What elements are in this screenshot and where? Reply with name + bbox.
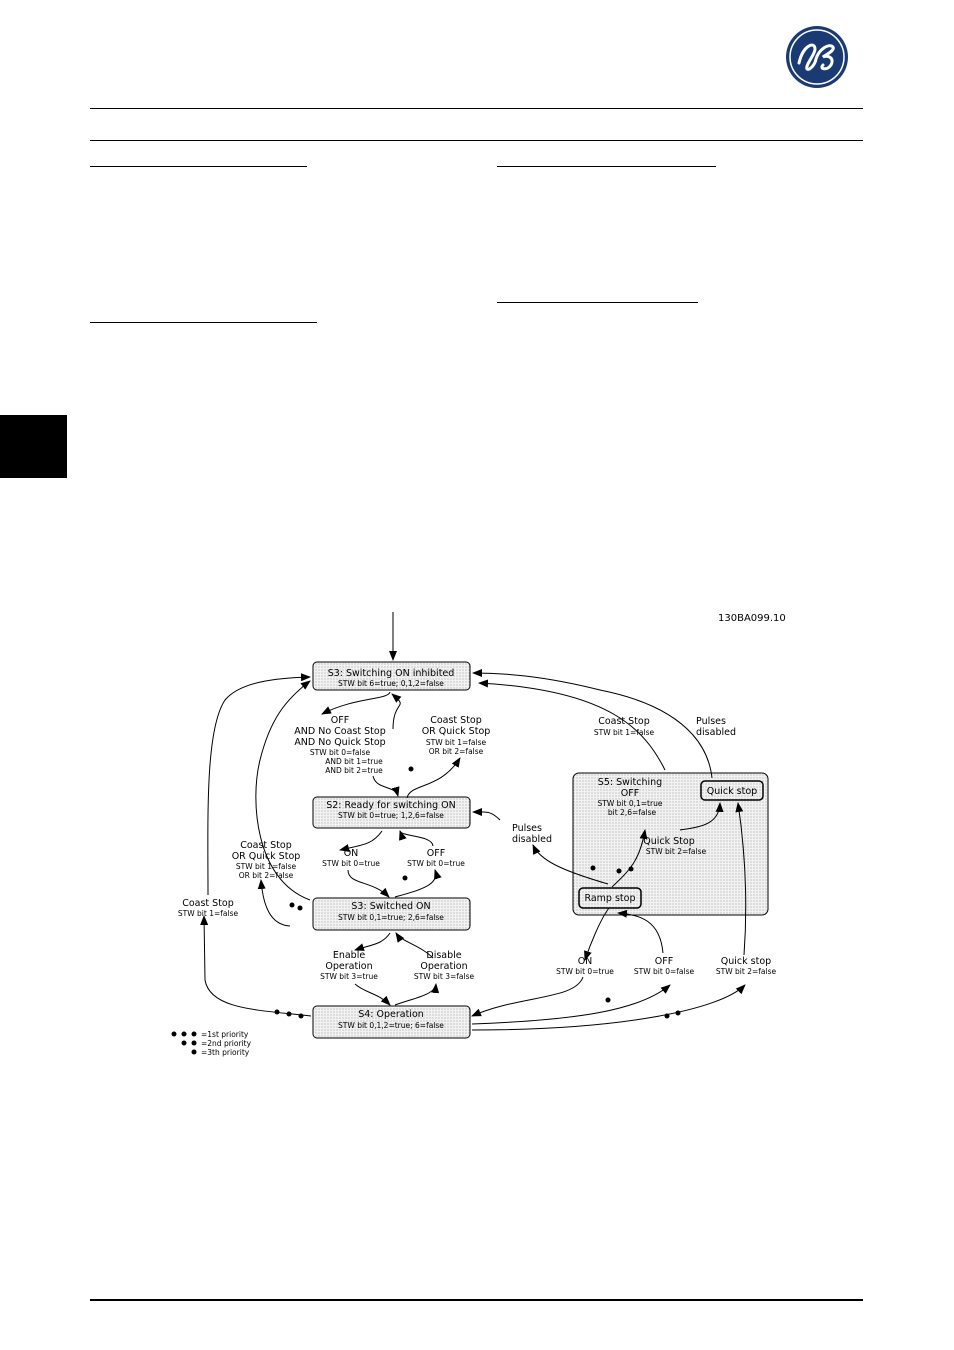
label-or-quick-stop-2: OR Quick Stop — [232, 851, 301, 862]
label-coast-stop-3: Coast Stop — [182, 898, 234, 909]
s3-switched-on-sub: STW bit 0,1=true; 2,6=false — [338, 913, 444, 922]
label-off: OFF — [331, 715, 349, 726]
label-stw-bit3-false: STW bit 3=false — [414, 972, 475, 981]
state-s3-inhibited: S3: Switching ON inhibited STW bit 6=tru… — [312, 661, 471, 691]
s5-title-2: OFF — [621, 788, 639, 799]
label-quick-stop-s5: Quick stop STW bit 2=false — [716, 956, 777, 976]
s5-title-1: S5: Switching — [598, 777, 662, 788]
label-disabled-2: disabled — [512, 834, 552, 845]
section-rule-left-2 — [90, 322, 317, 323]
label-enable: Enable — [333, 950, 366, 961]
label-disable-operation: Disable Operation STW bit 3=false — [414, 950, 475, 981]
label-off-2: OFF STW bit 0=true — [407, 848, 465, 868]
transition-arrows — [200, 612, 747, 1031]
label-or-bit2-false-2: OR bit 2=false — [239, 871, 294, 880]
label-pulses-2: Pulses — [512, 823, 542, 834]
header-rule-2 — [90, 140, 863, 141]
label-quick-stop-inner: Quick Stop STW bit 2=false — [643, 836, 706, 856]
label-quick-stop-2: Quick stop — [721, 956, 771, 967]
state-s2-ready: S2: Ready for switching ON STW bit 0=tru… — [312, 796, 471, 829]
label-disabled-1: disabled — [696, 727, 736, 738]
label-and-bit2-true: AND bit 2=true — [325, 766, 383, 775]
label-off-title: OFF — [427, 848, 445, 859]
label-off-s5-title: OFF — [655, 956, 673, 967]
footer-rule — [90, 1299, 863, 1301]
label-stw-bit1-false-4: STW bit 1=false — [594, 728, 655, 737]
label-coast-stop-far: Coast Stop STW bit 1=false — [178, 898, 239, 918]
label-and-bit1-true: AND bit 1=true — [325, 757, 383, 766]
label-coast-stop-1: Coast Stop — [430, 715, 482, 726]
legend-third: =3th priority — [201, 1048, 250, 1057]
s4-operation-sub: STW bit 0,1,2=true; 6=false — [338, 1021, 444, 1030]
label-on-s5-title: ON — [578, 956, 593, 967]
s3-inhibited-title: S3: Switching ON inhibited — [328, 668, 455, 679]
s3-inhibited-sub: STW bit 6=true; 0,1,2=false — [338, 679, 444, 688]
label-stw-bit0-false: STW bit 0=false — [310, 748, 371, 757]
chapter-tab — [0, 415, 67, 478]
section-rule-left-1 — [90, 166, 307, 167]
state-ramp-stop: Ramp stop — [578, 887, 642, 909]
label-on-s5-sub: STW bit 0=true — [556, 967, 614, 976]
label-on-s5: ON STW bit 0=true — [556, 956, 614, 976]
label-coast-stop-2: Coast Stop — [240, 840, 292, 851]
state-s4-operation: S4: Operation STW bit 0,1,2=true; 6=fals… — [312, 1005, 471, 1039]
label-pulses-disabled-top: Pulses disabled — [696, 716, 736, 738]
ge-logo-icon — [786, 26, 848, 88]
label-coast-stop-4: Coast Stop — [598, 716, 650, 727]
label-stw-bit3-true: STW bit 3=true — [320, 972, 378, 981]
label-coast-or-quick-left: Coast Stop OR Quick Stop STW bit 1=false… — [232, 840, 301, 880]
figure-code: 130BA099.10 — [718, 613, 786, 624]
ramp-stop-title: Ramp stop — [584, 893, 635, 904]
label-on-title: ON — [344, 848, 359, 859]
state-s3-switched-on: S3: Switched ON STW bit 0,1=true; 2,6=fa… — [312, 897, 471, 931]
priority-legend: =1st priority =2nd priority =3th priorit… — [171, 1030, 252, 1057]
label-off-s5-sub: STW bit 0=false — [634, 967, 695, 976]
label-operation-1: Operation — [325, 961, 372, 972]
section-rule-right-1 — [497, 166, 716, 167]
label-stw-bit2-false-2: STW bit 2=false — [716, 967, 777, 976]
label-and-no-coast: AND No Coast Stop — [294, 726, 385, 737]
header-rule-1 — [90, 108, 863, 109]
legend-second: =2nd priority — [201, 1039, 252, 1048]
label-stw-bit1-false-3: STW bit 1=false — [178, 909, 239, 918]
label-off-no-stop: OFF AND No Coast Stop AND No Quick Stop … — [294, 715, 385, 775]
label-off-sub: STW bit 0=true — [407, 859, 465, 868]
section-rule-right-2 — [497, 302, 698, 303]
s2-ready-sub: STW bit 0=true; 1,2,6=false — [338, 811, 444, 820]
s5-sub-2: bit 2,6=false — [608, 808, 657, 817]
s4-operation-title: S4: Operation — [358, 1009, 424, 1020]
s2-ready-title: S2: Ready for switching ON — [326, 800, 456, 811]
legend-first: =1st priority — [201, 1030, 249, 1039]
label-and-no-quick: AND No Quick Stop — [294, 737, 385, 748]
label-enable-operation: Enable Operation STW bit 3=true — [320, 950, 378, 981]
priority-dots — [274, 766, 681, 1019]
label-quick-stop-1: Quick Stop — [643, 836, 694, 847]
label-pulses-disabled-mid: Pulses disabled — [512, 823, 552, 845]
label-stw-bit2-false-1: STW bit 2=false — [646, 847, 707, 856]
s5-sub-1: STW bit 0,1=true — [598, 799, 663, 808]
label-on: ON STW bit 0=true — [322, 848, 380, 868]
label-or-quick-stop-1: OR Quick Stop — [422, 726, 491, 737]
label-on-sub: STW bit 0=true — [322, 859, 380, 868]
label-coast-or-quick-top: Coast Stop OR Quick Stop STW bit 1=false… — [422, 715, 491, 756]
state-quick-stop: Quick stop — [700, 780, 764, 801]
label-stw-bit1-false-2: STW bit 1=false — [236, 862, 297, 871]
label-coast-stop-s5: Coast Stop STW bit 1=false — [594, 716, 655, 737]
quick-stop-title: Quick stop — [707, 786, 757, 797]
label-stw-bit1-false-1: STW bit 1=false — [426, 738, 487, 747]
label-or-bit2-false-1: OR bit 2=false — [429, 747, 484, 756]
label-pulses-1: Pulses — [696, 716, 726, 727]
label-off-s5: OFF STW bit 0=false — [634, 956, 695, 976]
s3-switched-on-title: S3: Switched ON — [351, 901, 430, 912]
label-operation-2: Operation — [420, 961, 467, 972]
label-disable: Disable — [426, 950, 461, 961]
